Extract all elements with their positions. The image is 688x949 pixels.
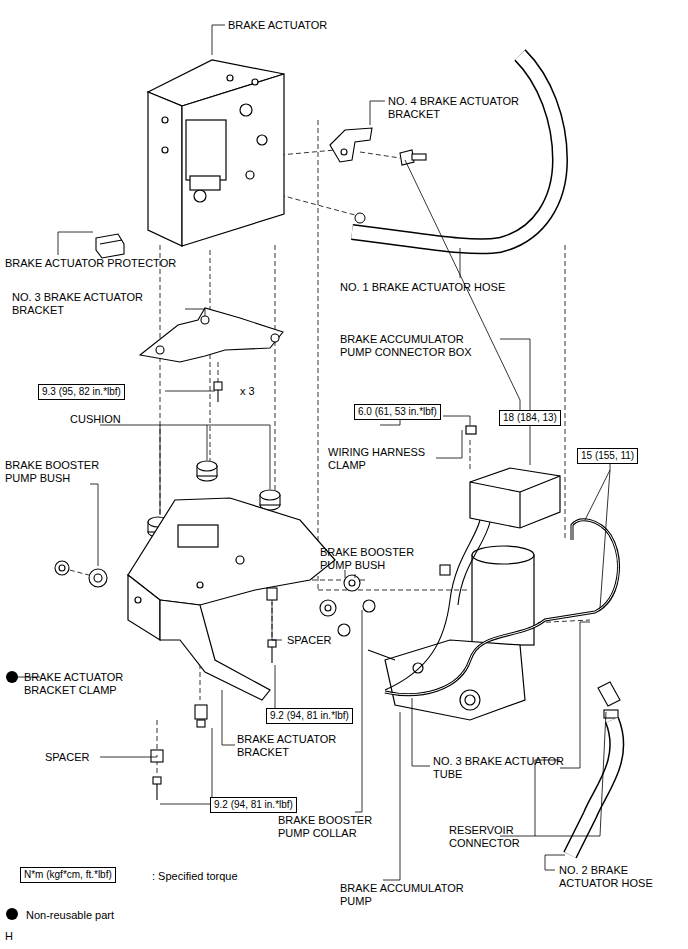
torque-box: 6.0 (61, 53 in.*lbf) (354, 404, 441, 420)
part-label: CUSHION (70, 413, 121, 426)
part-label: SPACER (45, 751, 89, 764)
part-label: BRAKE ACTUATOR (228, 19, 327, 32)
torque-box: N*m (kgf*cm, ft.*lbf) (20, 867, 116, 883)
torque-value: 18 (184, 13) (503, 412, 557, 423)
part-label: BRAKE BOOSTER PUMP BUSH (5, 459, 120, 485)
part-label: H (5, 930, 13, 943)
torque-box: 9.2 (94, 81 in.*lbf) (210, 797, 297, 813)
part-label: SPACER (287, 634, 331, 647)
part-label: NO. 3 BRAKE ACTUATOR TUBE (433, 755, 573, 781)
torque-value: N*m (kgf*cm, ft.*lbf) (24, 869, 112, 880)
torque-box: 18 (184, 13) (499, 410, 561, 426)
part-label: NO. 1 BRAKE ACTUATOR HOSE (340, 281, 505, 294)
part-label: BRAKE BOOSTER PUMP COLLAR (278, 814, 393, 840)
part-label: NO. 2 BRAKE ACTUATOR HOSE (559, 864, 684, 890)
torque-box: 9.2 (94, 81 in.*lbf) (266, 708, 353, 724)
torque-value: 9.2 (94, 81 in.*lbf) (270, 710, 349, 721)
torque-value: 6.0 (61, 53 in.*lbf) (358, 406, 437, 417)
part-label: BRAKE ACTUATOR BRACKET CLAMP (24, 671, 139, 697)
part-label: NO. 3 BRAKE ACTUATOR BRACKET (12, 291, 152, 317)
legend-text: : Specified torque (152, 870, 238, 883)
torque-box: 9.3 (95, 82 in.*lbf) (38, 384, 125, 400)
part-label: BRAKE BOOSTER PUMP BUSH (320, 546, 435, 572)
part-label: BRAKE ACTUATOR PROTECTOR (5, 257, 176, 270)
legend-dot (6, 908, 18, 920)
legend-text: Non-reusable part (26, 909, 114, 922)
part-label: BRAKE ACTUATOR BRACKET (237, 733, 352, 759)
part-label: RESERVOIR CONNECTOR (449, 824, 539, 850)
torque-value: 9.2 (94, 81 in.*lbf) (214, 799, 293, 810)
torque-value: 15 (155, 11) (581, 450, 634, 461)
non-reusable-symbol (6, 671, 18, 683)
part-label: WIRING HARNESS CLAMP (328, 446, 433, 472)
torque-box: 15 (155, 11) (577, 448, 638, 464)
part-label: x 3 (240, 385, 255, 398)
torque-value: 9.3 (95, 82 in.*lbf) (42, 386, 121, 397)
part-label: BRAKE ACCUMULATOR PUMP (340, 882, 468, 908)
part-label: NO. 4 BRAKE ACTUATOR BRACKET (388, 95, 528, 121)
part-label: BRAKE ACCUMULATOR PUMP CONNECTOR BOX (340, 333, 475, 359)
